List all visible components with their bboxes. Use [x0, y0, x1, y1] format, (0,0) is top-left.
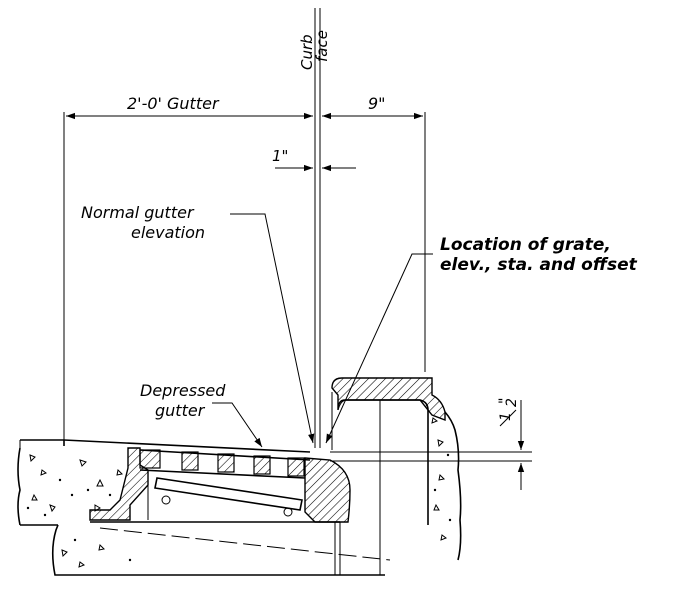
nine-inch-label: 9" — [368, 94, 386, 113]
gutter-width-label: 2'-0' Gutter — [127, 94, 220, 113]
depressed-gutter-leader — [212, 402, 263, 448]
location-label-line2: elev., sta. and offset — [440, 255, 638, 275]
left-concrete-slab — [17, 439, 311, 526]
half-inch-mark: " — [497, 398, 513, 404]
normal-gutter-label-line2: elevation — [131, 223, 205, 242]
one-inch-label: 1" — [272, 147, 288, 165]
normal-gutter-label-line1: Normal gutter — [81, 203, 195, 222]
curb-label: Curb — [298, 34, 316, 70]
normal-gutter-leader — [230, 213, 315, 444]
half-inch-denominator: 2 — [504, 398, 520, 407]
half-inch-numerator: 1 — [498, 412, 514, 421]
nine-inch-dimension — [322, 112, 426, 372]
grate-frame-casting — [89, 447, 351, 523]
location-label-line1: Location of grate, — [440, 235, 611, 255]
half-inch-fraction-bar — [499, 409, 517, 427]
lower-concrete-slab — [51, 524, 391, 576]
depressed-label-line1: Depressed — [140, 381, 226, 400]
face-label: face — [313, 30, 331, 62]
curb-face-line — [314, 8, 321, 448]
depressed-label-line2: gutter — [155, 401, 206, 420]
curb-inlet-casting — [331, 377, 462, 575]
half-inch-dimension — [330, 400, 532, 490]
gutter-width-dimension — [63, 112, 313, 445]
